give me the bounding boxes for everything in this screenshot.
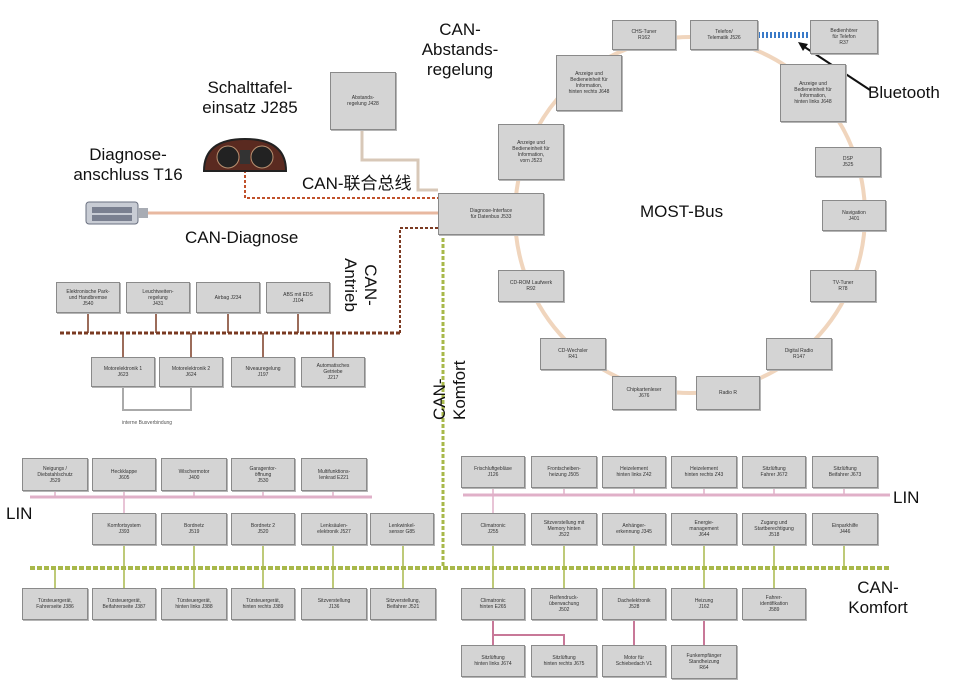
node-lin-heckklappe: Heckklappe J605 [92, 458, 156, 491]
node-lin-sitzlueftung-beifahrer: Sitzlüftung Beifahrer J673 [812, 456, 878, 488]
node-most-anzeige-hinten-rechts: Anzeige und Bedieneinheit für Informatio… [556, 55, 622, 111]
can-lianhe-wire [244, 160, 438, 199]
node-most-radio: Radio R [696, 376, 760, 410]
node-antrieb-leuchtweitenregelung: Leuchtweiten- regelung J431 [126, 282, 190, 313]
label-can-komfort-vertical: CAN-Komfort [430, 360, 469, 420]
node-climatronic-hinten: Climatronic hinten E265 [461, 588, 525, 620]
label-can-lianhe-zongxian: CAN-联合总线 [302, 174, 412, 193]
node-most-dsp: DSP J525 [815, 147, 881, 177]
can-abstand-wire [360, 130, 438, 192]
node-bordnetz: Bordnetz J519 [161, 513, 227, 545]
label-diagnoseanschluss: Diagnose- anschluss T16 [73, 145, 183, 184]
node-sitzverstellung-beifahrer: Sitzverstellung, Beifahrer J521 [370, 588, 436, 620]
node-antrieb-motorelektronik-1: Motorelektronik 1 J623 [91, 357, 155, 387]
node-bordnetz-2: Bordnetz 2 J520 [231, 513, 295, 545]
label-can-diagnose: CAN-Diagnose [185, 228, 299, 247]
node-antrieb-airbag: Airbag J234 [196, 282, 260, 313]
node-most-bedienhoerer-telefon: Bedienhörer für Telefon R37 [810, 20, 878, 54]
node-lin-heizelement-links: Heizelement hinten links Z42 [602, 456, 666, 488]
node-most-anzeige-hinten-links: Anzeige und Bedieneinheit für Informatio… [780, 64, 846, 122]
label-interne-busverbindung: interne Busverbindung [122, 420, 173, 426]
label-bluetooth: Bluetooth [868, 83, 940, 102]
node-antrieb-motorelektronik-2: Motorelektronik 2 J624 [159, 357, 223, 387]
node-zugang-startberechtigung: Zugang und Startberechtigung J518 [742, 513, 806, 545]
label-can-komfort: CAN- Komfort [848, 578, 908, 617]
node-lin-garagentoroeffnung: Garagentor- öffnung J530 [231, 458, 295, 491]
node-diagnose-interface-gateway: Diagnose-Interface für Datenbus J533 [438, 193, 544, 235]
node-lin-heizelement-rechts: Heizelement hinten rechts Z43 [671, 456, 737, 488]
node-sitzlueftung-hinten-rechts: Sitzlüftung hinten rechts J675 [531, 645, 597, 677]
node-tuer-hinten-links: Türsteuergerät, hinten links J388 [161, 588, 227, 620]
node-sitzlueftung-hinten-links: Sitzlüftung hinten links J674 [461, 645, 525, 677]
node-most-cd-wechsler: CD-Wechsler R41 [540, 338, 606, 370]
label-most-bus: MOST-Bus [640, 202, 724, 221]
node-einparkhilfe: Einparkhilfe J446 [812, 513, 878, 545]
node-most-telefon-telematik: Telefon/ Telematik J526 [690, 20, 758, 50]
label-lin-right: LIN [893, 488, 920, 507]
node-sitzverstellung-memory-hinten: Sitzverstellung mit Memory hinten J522 [531, 513, 597, 545]
diagnose-connector-image [85, 201, 148, 225]
node-motor-schiebedach: Motor für Schiebedach V1 [602, 645, 666, 677]
node-tuer-beifahrerseite: Türsteuergerät, Beifahrerseite J387 [92, 588, 156, 620]
label-schalttafeleinsatz: Schalttafel- einsatz J285 [202, 78, 298, 117]
label-can-abstandsregelung: CAN- Abstands- regelung [421, 20, 499, 79]
node-tuer-hinten-rechts: Türsteuergerät, hinten rechts J389 [231, 588, 295, 620]
node-lenksaeulenelektronik: Lenksäulen- elektronik J527 [301, 513, 367, 545]
node-lin-neigungsschutz: Neigungs / Diebstahlschutz J529 [22, 458, 88, 491]
node-lenkwinkelsensor: Lenkwinkel- sensor G85 [370, 513, 434, 545]
node-most-navigation: Navigation J401 [822, 200, 886, 231]
node-abstandsregelung: Abstands- regelung J428 [330, 72, 396, 130]
node-tuer-fahrerseite: Türsteuergerät, Fahrerseite J386 [22, 588, 88, 620]
interne-busverbindung-wire [122, 387, 192, 411]
can-antrieb-wire [399, 227, 438, 333]
node-lin-multifunktionslenkrad: Multifunktions- lenkrad E221 [301, 458, 367, 491]
node-most-digital-radio: Digital Radio R147 [766, 338, 832, 370]
node-most-cd-rom: CD-ROM Laufwerk R92 [498, 270, 564, 302]
node-lin-wischermotor: Wischermotor J400 [161, 458, 227, 491]
node-most-tv-tuner: TV-Tuner R78 [810, 270, 876, 302]
node-lin-sitzlueftung-fahrer: Sitzlüftung Fahrer J672 [742, 456, 806, 488]
label-can-antrieb: CAN- Antrieb [341, 258, 380, 312]
node-reifendruckueberwachung: Reifendruck- überwachung J502 [531, 588, 597, 620]
node-most-chs-tuner: CHS-Tuner R162 [612, 20, 676, 50]
sub-bus-pink [492, 620, 565, 645]
node-funkempfaenger-standheizung: Funkempfänger Standheizung R64 [671, 645, 737, 679]
node-anhaengererkennung: Anhänger- erkennung J345 [602, 513, 666, 545]
node-lin-frontscheibenheizung: Frontscheiben- heizung J505 [531, 456, 597, 488]
node-komfortsystem: Komfortsystem J393 [92, 513, 156, 545]
node-lin-frischluftgeblaese: Frischluftgebläse J126 [461, 456, 525, 488]
node-sitzverstellung: Sitzverstellung J136 [301, 588, 367, 620]
node-climatronic: Climatronic J255 [461, 513, 525, 545]
node-antrieb-abs: ABS mit EDS J104 [266, 282, 330, 313]
node-most-chipkartenleser: Chipkartenleser J676 [612, 376, 676, 410]
label-lin-left: LIN [6, 504, 33, 523]
node-most-anzeige-vorn: Anzeige und Bedieneinheit für Informatio… [498, 124, 564, 180]
node-energiemanagement: Energie- management J644 [671, 513, 737, 545]
node-heizung: Heizung J162 [671, 588, 737, 620]
instrument-cluster-image [202, 137, 288, 172]
node-dachelektronik: Dachelektronik J528 [602, 588, 666, 620]
node-antrieb-niveauregelung: Niveauregelung J197 [231, 357, 295, 387]
node-antrieb-park-handbremse: Elektronische Park- und Handbremse J540 [56, 282, 120, 313]
node-fahreridentifikation: Fahrer- identifikation J589 [742, 588, 806, 620]
node-antrieb-getriebe: Automatisches Getriebe J217 [301, 357, 365, 387]
